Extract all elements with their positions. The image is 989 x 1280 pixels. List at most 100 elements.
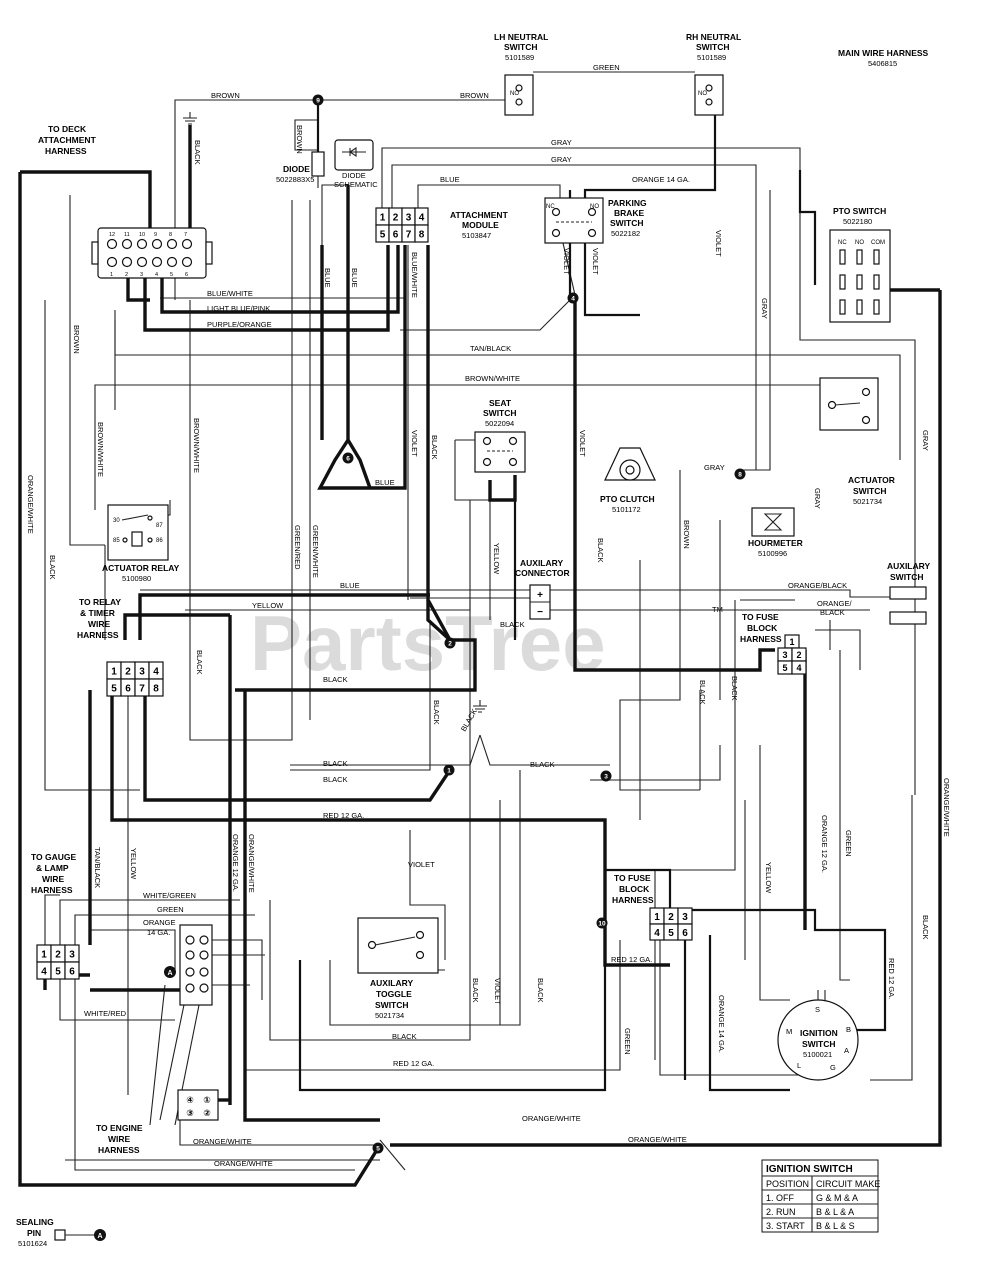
wire-labels: BROWN BROWN GREEN GRAY GRAY BLUE ORANGE … bbox=[26, 63, 951, 1168]
pto-clutch bbox=[604, 447, 656, 481]
deck-pin-label-top-1: 12 bbox=[109, 232, 115, 238]
junction-node-label-1: 1 bbox=[447, 767, 451, 774]
wire-tan-black-low: TAN/BLACK bbox=[93, 847, 102, 888]
wire-green-white: GREEN/WHITE bbox=[311, 525, 320, 578]
attachment-number-7: 7 bbox=[406, 230, 412, 241]
pbrake-nc: NC bbox=[546, 204, 555, 210]
engine-connector: ④ ① ③ ② bbox=[177, 1089, 219, 1121]
sealing-pin-a: A bbox=[97, 1233, 102, 1240]
deck-pin-label-top-5: 8 bbox=[169, 232, 172, 238]
attachment-cell-8 bbox=[414, 224, 429, 243]
relay-timer-number-1: 1 bbox=[111, 667, 117, 678]
pto-clutch-label: PTO CLUTCH bbox=[600, 494, 655, 504]
pto-nc: NC bbox=[838, 240, 847, 246]
wire-brown-white-l: BROWN/WHITE bbox=[96, 422, 105, 477]
relay-timer-label-1: TO RELAY bbox=[79, 597, 121, 607]
bold-wires bbox=[18, 100, 942, 1187]
fuse-top-number-2: 2 bbox=[796, 650, 801, 660]
engine-pin-3: ③ bbox=[186, 1108, 194, 1118]
engine-pin-1: ① bbox=[203, 1095, 211, 1105]
relay-timer-label-3: WIRE bbox=[88, 619, 111, 629]
wire-orange12-right: ORANGE 12 GA. bbox=[820, 815, 829, 873]
pbrake-pn: 5022182 bbox=[611, 229, 640, 238]
deck-pin-label-top-4: 9 bbox=[154, 232, 157, 238]
fuse-bottom-label-2: BLOCK bbox=[619, 884, 650, 894]
junction-node-label-6: 6 bbox=[346, 455, 350, 462]
ignition-label-2: SWITCH bbox=[802, 1039, 836, 1049]
pto-switch-label: PTO SWITCH bbox=[833, 206, 886, 216]
engine-label-2: WIRE bbox=[108, 1134, 131, 1144]
aux-toggle-label-2: TOGGLE bbox=[376, 989, 412, 999]
lh-neutral-pn: 5101589 bbox=[505, 53, 534, 62]
wire-brown-left: BROWN bbox=[72, 325, 81, 354]
fuse-bottom-number-4: 4 bbox=[654, 928, 660, 939]
deck-pin-bottom-4 bbox=[151, 256, 163, 268]
pbrake-label-3: SWITCH bbox=[610, 218, 644, 228]
engine-pin-2: ② bbox=[203, 1108, 211, 1118]
attachment-number-1: 1 bbox=[380, 213, 386, 224]
fuse-bottom-label-3: HARNESS bbox=[612, 895, 654, 905]
gauge-number-4: 4 bbox=[41, 967, 47, 978]
wire-green-top: GREEN bbox=[593, 63, 620, 72]
wire-orange14-top: ORANGE 14 GA. bbox=[632, 175, 690, 184]
ground-symbols bbox=[183, 112, 487, 713]
wire-orange-white-4: ORANGE/WHITE bbox=[214, 1159, 273, 1168]
gauge-label-3: WIRE bbox=[42, 874, 65, 884]
fuse-bottom-number-6: 6 bbox=[682, 928, 688, 939]
relay-timer-number-6: 6 bbox=[125, 684, 131, 695]
wire-green-right: GREEN bbox=[844, 830, 853, 857]
wire-gray-mid: GRAY bbox=[704, 463, 725, 472]
ign-l: L bbox=[797, 1061, 801, 1070]
diode bbox=[311, 139, 374, 188]
deck-pin-bottom-6 bbox=[181, 256, 193, 268]
wire-yellow-low: YELLOW bbox=[129, 848, 138, 880]
fuse-top-label-3: HARNESS bbox=[740, 634, 782, 644]
pto-switch: NC NO COM bbox=[829, 229, 891, 323]
wire-violet-right: VIOLET bbox=[714, 230, 723, 257]
wire-orange-white-right: ORANGE/WHITE bbox=[942, 778, 951, 837]
relay-timer-number-3: 3 bbox=[139, 667, 145, 678]
sealing-label-1: SEALING bbox=[16, 1217, 54, 1227]
seat-label-1: SEAT bbox=[489, 398, 512, 408]
wire-red12-low: RED 12 GA. bbox=[393, 1059, 434, 1068]
seat-label-2: SWITCH bbox=[483, 408, 517, 418]
wire-black-center: BLACK bbox=[430, 435, 439, 460]
wire-brown-right: BROWN bbox=[682, 520, 691, 549]
wire-gray-right: GRAY bbox=[921, 430, 930, 451]
relay-85: 85 bbox=[113, 538, 120, 544]
lamp-switch-block: A bbox=[164, 924, 213, 1006]
ignition-table-header-circuit: CIRCUIT MAKE bbox=[816, 1179, 880, 1189]
wire-black-toggle2: BLACK bbox=[536, 978, 545, 1003]
wire-yellow-seat: YELLOW bbox=[492, 543, 501, 575]
wire-gray-vert: GRAY bbox=[760, 298, 769, 319]
wire-violet-toggle: VIOLET bbox=[493, 978, 502, 1005]
junction-node-label-2: 2 bbox=[448, 640, 452, 647]
deck-pin-top-6 bbox=[181, 238, 193, 250]
wire-white-green: WHITE/GREEN bbox=[143, 891, 196, 900]
wire-black-1: BLACK bbox=[323, 759, 348, 768]
wire-light-blue-pink: LIGHT BLUE/PINK bbox=[207, 304, 270, 313]
wire-brown-2: BROWN bbox=[460, 91, 489, 100]
fuse-top-number-4: 4 bbox=[796, 663, 801, 673]
actuator-relay: 30 87 85 86 bbox=[107, 504, 169, 561]
fuse-top-cell-4 bbox=[791, 660, 807, 675]
fuse-top-label-1: TO FUSE bbox=[742, 612, 779, 622]
wire-gray-hm: GRAY bbox=[813, 488, 822, 509]
pto-no: NO bbox=[855, 240, 864, 246]
junction-node-2 bbox=[444, 637, 456, 649]
wire-green-gauge: GREEN bbox=[157, 905, 184, 914]
wire-black-ground: BLACK bbox=[459, 707, 479, 733]
wire-14ga-gauge: 14 GA. bbox=[147, 928, 170, 937]
gauge-label-2: & LAMP bbox=[36, 863, 69, 873]
wire-gray-2: GRAY bbox=[551, 155, 572, 164]
wire-purple-orange: PURPLE/ORANGE bbox=[207, 320, 272, 329]
actuator-relay-label: ACTUATOR RELAY bbox=[102, 563, 180, 573]
wire-orange-white-1: ORANGE/WHITE bbox=[522, 1114, 581, 1123]
wire-black-relay: BLACK bbox=[323, 675, 348, 684]
svg-text:NO: NO bbox=[698, 91, 707, 97]
